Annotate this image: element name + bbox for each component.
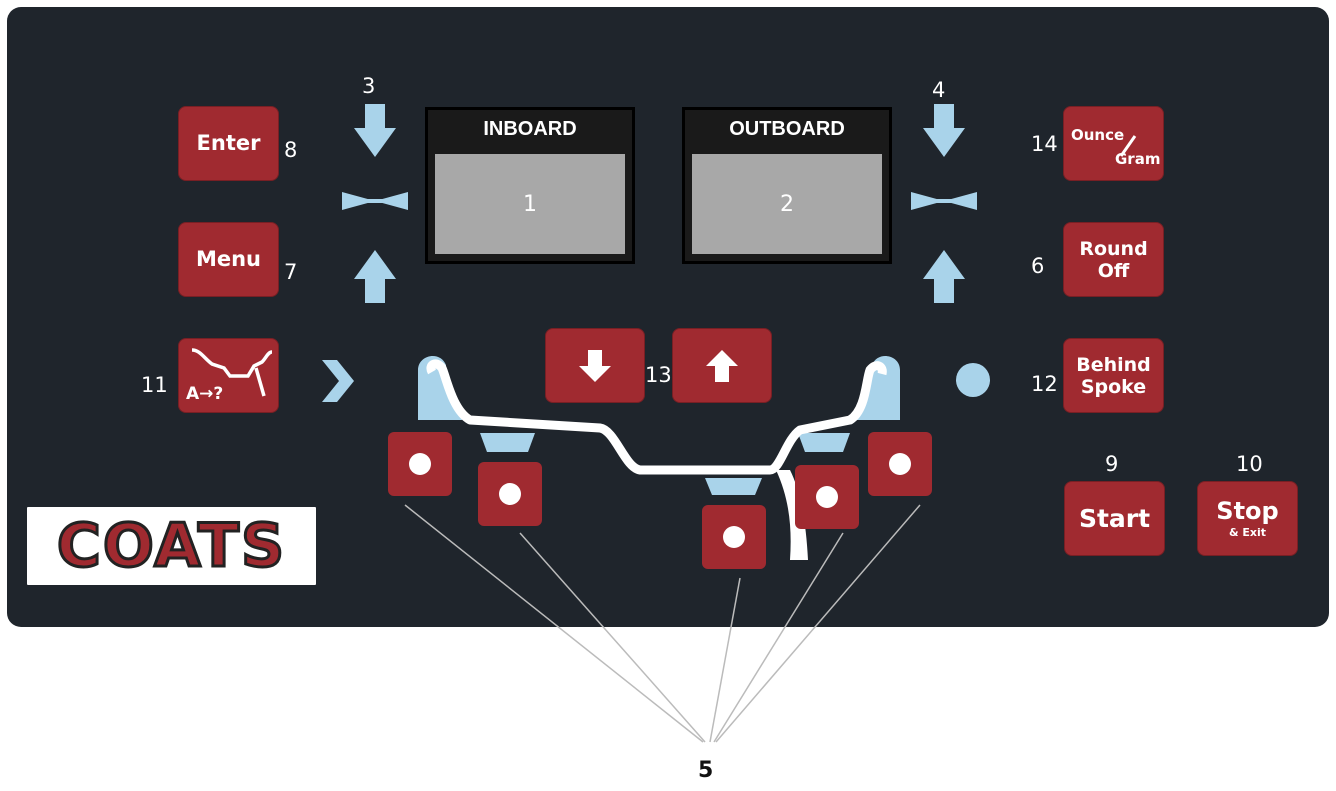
wheel-rim-profile-icon xyxy=(418,355,900,560)
menu-button[interactable]: Menu xyxy=(178,222,279,297)
stop-sublabel: & Exit xyxy=(1228,525,1267,539)
enter-number: 8 xyxy=(284,138,298,162)
ounce-gram-number: 14 xyxy=(1031,132,1058,156)
ounce-gram-button[interactable]: Ounce Gram xyxy=(1063,106,1164,181)
inboard-value: 1 xyxy=(523,191,537,217)
inboard-title: INBOARD xyxy=(483,118,577,140)
dot-icon xyxy=(816,486,838,508)
inboard-display: INBOARD 1 xyxy=(425,107,635,264)
behind-spoke-button[interactable]: Behind Spoke xyxy=(1063,338,1164,413)
start-number: 9 xyxy=(1105,452,1119,476)
data-set-number: 11 xyxy=(141,373,168,397)
outboard-display: OUTBOARD 2 xyxy=(682,107,892,264)
inboard-screen: 1 xyxy=(435,154,625,254)
off-label: Off xyxy=(1097,259,1130,282)
start-button[interactable]: Start xyxy=(1064,481,1165,556)
inboard-arrows-number: 3 xyxy=(362,74,376,98)
stop-label: Stop xyxy=(1216,496,1279,525)
weight-position-button-4[interactable] xyxy=(795,465,859,529)
spoke-label: Spoke xyxy=(1080,375,1147,398)
round-off-button[interactable]: Round Off xyxy=(1063,222,1164,297)
behind-spoke-number: 12 xyxy=(1031,372,1058,396)
data-set-label: A→? xyxy=(186,384,224,404)
data-set-button[interactable]: A→? xyxy=(178,338,279,413)
stop-button[interactable]: Stop & Exit xyxy=(1197,481,1298,556)
stop-number: 10 xyxy=(1236,452,1263,476)
outboard-arrows-icon xyxy=(911,104,977,303)
dot-icon xyxy=(889,453,911,475)
down-arrow-icon xyxy=(579,349,611,382)
dot-icon xyxy=(723,526,745,548)
outboard-value: 2 xyxy=(780,191,794,217)
logo-text: COATS xyxy=(55,511,287,581)
round-label: Round xyxy=(1079,237,1148,260)
inboard-arrows-icon xyxy=(342,104,408,303)
status-dot-icon xyxy=(956,363,990,397)
enter-label: Enter xyxy=(196,131,261,155)
dot-icon xyxy=(499,483,521,505)
scroll-up-button[interactable] xyxy=(672,328,772,403)
weight-position-button-2[interactable] xyxy=(478,462,542,526)
gram-label: Gram xyxy=(1115,150,1161,168)
ounce-label: Ounce xyxy=(1071,126,1125,144)
outboard-arrows-number: 4 xyxy=(932,78,946,102)
behind-label: Behind xyxy=(1076,353,1151,376)
scroll-down-button[interactable] xyxy=(545,328,645,403)
weight-position-button-1[interactable] xyxy=(388,432,452,496)
menu-label: Menu xyxy=(195,247,262,271)
coats-logo: COATS xyxy=(24,504,319,588)
slash-icon xyxy=(1119,135,1137,157)
dot-icon xyxy=(409,453,431,475)
start-label: Start xyxy=(1078,504,1151,533)
weight-position-button-5[interactable] xyxy=(868,432,932,496)
outboard-title: OUTBOARD xyxy=(729,118,845,140)
round-off-number: 6 xyxy=(1031,254,1045,278)
outboard-screen: 2 xyxy=(692,154,882,254)
callout-lines xyxy=(404,504,921,743)
chevron-right-icon xyxy=(322,360,354,402)
weight-positions-number: 5 xyxy=(698,758,714,783)
up-arrow-icon xyxy=(706,349,738,382)
menu-number: 7 xyxy=(284,260,298,284)
enter-button[interactable]: Enter xyxy=(178,106,279,181)
scroll-number: 13 xyxy=(645,363,672,387)
rim-dimension-icon xyxy=(191,348,273,397)
weight-position-button-3[interactable] xyxy=(702,505,766,569)
